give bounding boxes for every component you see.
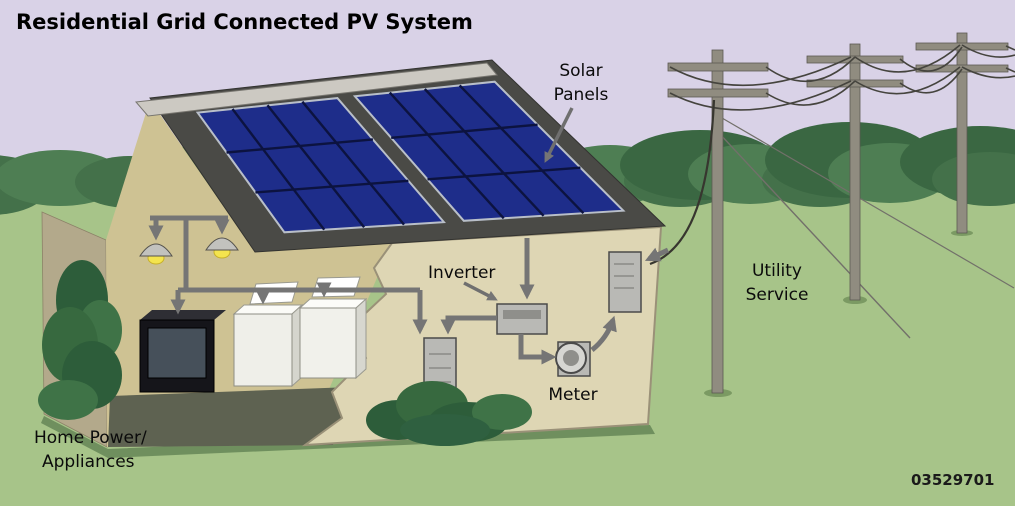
lamp-shade <box>205 237 239 251</box>
utility-poles-and-wires <box>667 32 1015 397</box>
solar-panel-array-right <box>352 80 626 222</box>
inverter-vent <box>503 310 541 319</box>
guy-wire <box>721 117 1015 289</box>
guy-wire <box>717 131 911 339</box>
label-inverter: Inverter <box>428 263 495 283</box>
foreground-bushes <box>38 260 532 446</box>
label-utility-service-line1: Utility <box>752 261 802 281</box>
label-solar-panels-line1: Solar <box>559 61 602 81</box>
meter-dial <box>563 350 579 366</box>
lamp-shade <box>139 243 173 257</box>
arrow-inverter-to-meter <box>518 334 557 365</box>
open-lid <box>249 281 299 305</box>
power-lines <box>669 44 1015 111</box>
inverter-pointer-arrow <box>463 281 498 301</box>
utility-pole-3 <box>915 32 1009 234</box>
service-drop-wire <box>649 99 716 266</box>
crossarm <box>806 79 904 88</box>
inverter-box <box>496 303 548 335</box>
meter <box>555 341 591 377</box>
figure-number: 03529701 <box>911 471 995 489</box>
label-utility-service-line2: Service <box>746 285 809 305</box>
crossarm <box>806 55 904 64</box>
house <box>41 59 667 458</box>
interior-floor <box>108 387 352 447</box>
label-meter: Meter <box>548 385 597 405</box>
panel-grid-lines <box>226 100 409 231</box>
tv <box>139 310 226 393</box>
house-ground-shadow <box>41 416 655 458</box>
roof-ridge-cap <box>135 62 498 117</box>
ceiling-lamp-2 <box>205 237 239 259</box>
label-solar-panels-line2: Panels <box>554 85 609 105</box>
ceiling-lamp-1 <box>139 243 173 265</box>
crossarm <box>667 88 769 98</box>
power-flow-arrows <box>148 215 670 365</box>
solar-panel-array-left <box>195 97 446 234</box>
arrow-meter-to-service <box>590 315 617 352</box>
arrow-inverter-to-panel-box <box>440 315 497 335</box>
crossarm <box>915 42 1009 51</box>
page-title: Residential Grid Connected PV System <box>16 10 473 34</box>
house-front-wall <box>301 225 663 447</box>
labels: Residential Grid Connected PV System Sol… <box>16 10 995 489</box>
panel-grid-lines <box>388 84 585 220</box>
arrow-drop-to-service-box <box>644 247 670 262</box>
open-lid <box>311 276 361 298</box>
utility-service-entrance-box <box>608 251 642 313</box>
solar-panels-pointer-arrow <box>544 107 574 163</box>
tv-screen <box>147 327 207 379</box>
label-home-power-line2: Appliances <box>42 452 135 472</box>
utility-pole-1 <box>667 49 769 394</box>
crossarm <box>667 62 769 72</box>
label-home-power-line1: Home Power/ <box>34 428 147 448</box>
utility-pole-2 <box>806 43 904 301</box>
